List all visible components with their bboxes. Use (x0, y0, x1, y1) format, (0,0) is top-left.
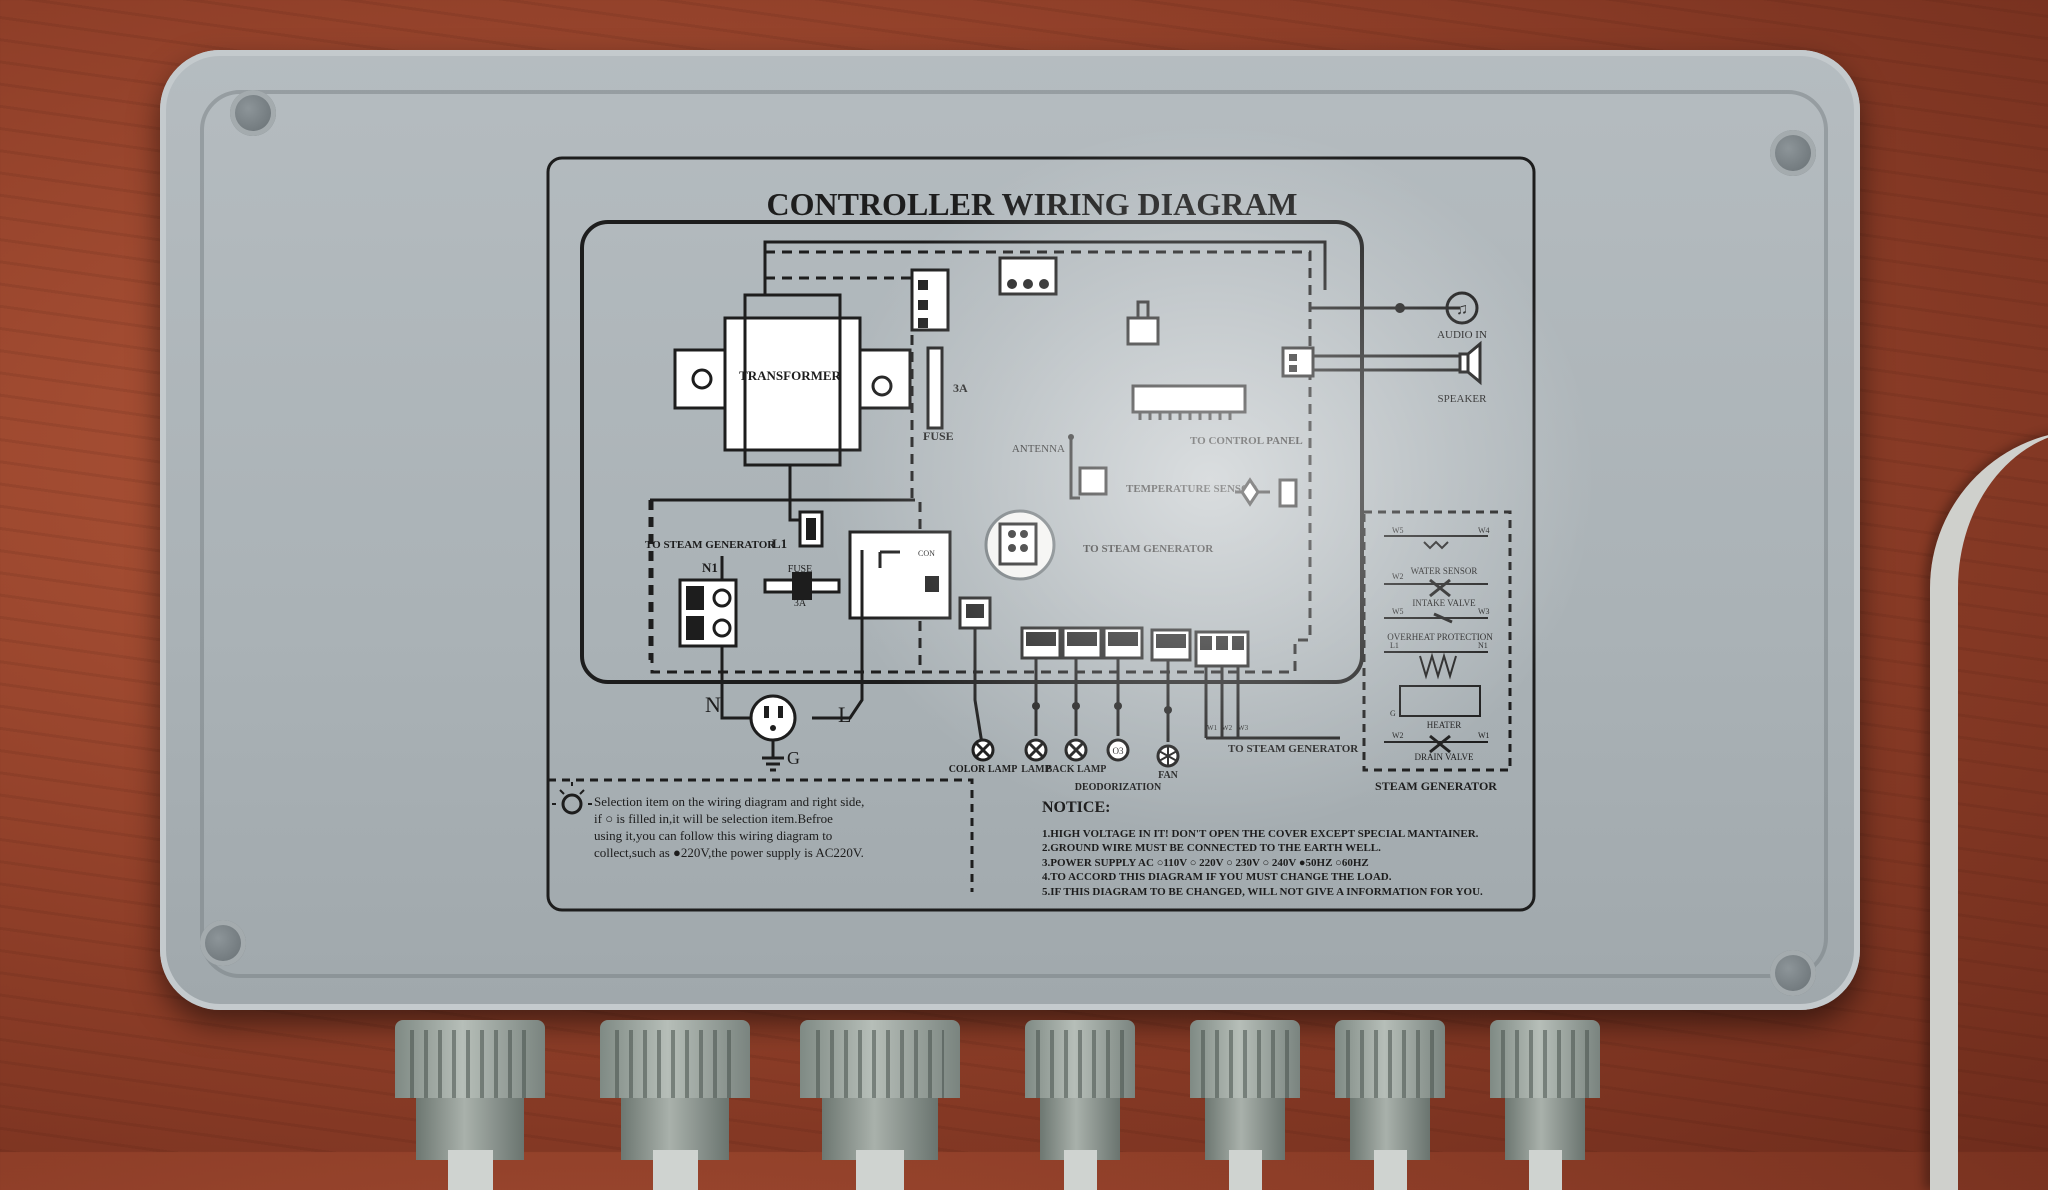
water-sensor-icon (1423, 540, 1449, 550)
terminal-block-icon (678, 578, 738, 648)
steam-connector-icon (998, 522, 1038, 566)
svg-text:FAN: FAN (1158, 770, 1179, 781)
screw-top-right-icon (1770, 130, 1816, 176)
speaker-icon (1458, 340, 1482, 386)
intake-valve-icon (1429, 578, 1451, 598)
svg-text:TO CONTROL PANEL: TO CONTROL PANEL (1190, 435, 1303, 447)
svg-text:DEODORIZATION: DEODORIZATION (1075, 782, 1162, 793)
svg-text:HEATER: HEATER (1427, 720, 1462, 730)
svg-text:CON: CON (918, 549, 935, 558)
lid-edge (200, 90, 1828, 978)
back-lamp-connector-icon (1061, 626, 1103, 660)
svg-text:W2: W2 (1222, 724, 1233, 732)
svg-text:TO STEAM GENERATOR: TO STEAM GENERATOR (645, 539, 776, 551)
wiring-diagram-label: CONTROLLER WIRING DIAGRAM TRANSFORMER 3A… (546, 156, 1536, 912)
svg-text:TO STEAM GENERATOR: TO STEAM GENERATOR (1228, 743, 1359, 755)
svg-text:3A: 3A (794, 598, 807, 609)
notice-line: 1.HIGH VOLTAGE IN IT! DON'T OPEN THE COV… (1042, 828, 1479, 840)
svg-text:G: G (787, 748, 800, 768)
svg-text:STEAM GENERATOR: STEAM GENERATOR (1375, 779, 1497, 793)
svg-text:3A: 3A (953, 381, 968, 395)
selection-note-line: if ○ is filled in,it will be selection i… (594, 811, 833, 826)
svg-text:W1: W1 (1478, 731, 1490, 740)
svg-text:SPEAKER: SPEAKER (1438, 393, 1488, 405)
svg-text:L1: L1 (772, 536, 787, 551)
notice-line: 3.POWER SUPPLY AC ○110V ○ 220V ○ 230V ○ … (1042, 857, 1369, 869)
svg-text:ANTENNA: ANTENNA (1012, 443, 1065, 455)
deodorization-connector-icon (1102, 626, 1144, 660)
fuse-holder-icon (798, 510, 824, 548)
svg-text:♫: ♫ (1456, 301, 1468, 318)
svg-text:BACK LAMP: BACK LAMP (1046, 764, 1107, 775)
fan-connector-icon (1150, 628, 1192, 662)
svg-text:N1: N1 (702, 560, 718, 575)
relay-icon (848, 530, 952, 620)
selection-note-line: Selection item on the wiring diagram and… (594, 794, 864, 809)
svg-text:TO STEAM GENERATOR: TO STEAM GENERATOR (1083, 543, 1214, 555)
svg-text:W4: W4 (1478, 526, 1490, 535)
deodorization-icon: O3 (1106, 738, 1130, 762)
svg-text:N: N (705, 692, 721, 717)
svg-text:W2: W2 (1392, 731, 1404, 740)
svg-text:N1: N1 (1478, 641, 1488, 650)
selection-note-line: collect,such as ●220V,the power supply i… (594, 845, 864, 860)
power-socket-icon (749, 694, 797, 742)
transformer-icon: TRANSFORMER (673, 293, 912, 467)
screw-bottom-right-icon (1770, 950, 1816, 996)
screw-bottom-left-icon (200, 920, 246, 966)
drain-valve-icon (1429, 734, 1451, 754)
grey-cable (1930, 430, 2048, 1190)
svg-text:WATER SENSOR: WATER SENSOR (1411, 566, 1478, 576)
control-panel-connector-icon (1131, 384, 1247, 420)
notice-line: 5.IF THIS DIAGRAM TO BE CHANGED, WILL NO… (1042, 886, 1483, 898)
transformer-label: TRANSFORMER (739, 368, 841, 383)
heater-icon (1419, 652, 1457, 680)
ground-icon (762, 740, 784, 772)
lamp-connector-icon (1020, 626, 1062, 660)
notice-line: 4.TO ACCORD THIS DIAGRAM IF YOU MUST CHA… (1042, 871, 1392, 883)
svg-text:W5: W5 (1392, 526, 1404, 535)
board-connector-icon (958, 596, 992, 630)
fuse2-icon (763, 572, 841, 600)
svg-text:INTAKE VALVE: INTAKE VALVE (1412, 598, 1476, 608)
svg-text:L: L (838, 702, 851, 727)
svg-text:W3: W3 (1478, 607, 1490, 616)
steam-generator-connector-icon (1194, 630, 1250, 668)
color-lamp-icon (971, 738, 995, 762)
lightbulb-icon (552, 782, 592, 815)
fan-icon (1156, 744, 1180, 768)
svg-text:COLOR LAMP: COLOR LAMP (949, 764, 1018, 775)
svg-text:FUSE: FUSE (923, 429, 954, 443)
svg-text:G: G (1390, 709, 1396, 718)
selection-note-line: using it,you can follow this wiring diag… (594, 828, 832, 843)
notice-line: 2.GROUND WIRE MUST BE CONNECTED TO THE E… (1042, 842, 1381, 854)
connector-icon (910, 268, 950, 332)
notice-title: NOTICE: (1042, 799, 1110, 816)
speaker-connector-icon (1281, 346, 1315, 378)
svg-text:DRAIN VALVE: DRAIN VALVE (1414, 752, 1474, 762)
fuse-icon (926, 346, 944, 430)
lamp-icon (1024, 738, 1048, 762)
svg-text:W5: W5 (1392, 607, 1404, 616)
screw-top-left-icon (230, 90, 276, 136)
audio-connector-icon (1126, 300, 1160, 346)
svg-text:W2: W2 (1392, 572, 1404, 581)
connector-icon (998, 256, 1058, 296)
svg-text:W1: W1 (1207, 724, 1218, 732)
svg-text:W3: W3 (1238, 724, 1249, 732)
sensor-connector-icon (1069, 466, 1108, 500)
svg-text:FUSE: FUSE (788, 564, 812, 575)
svg-text:AUDIO IN: AUDIO IN (1437, 329, 1487, 341)
back-lamp-icon (1064, 738, 1088, 762)
svg-text:L1: L1 (1390, 641, 1399, 650)
diagram-title: CONTROLLER WIRING DIAGRAM (766, 186, 1297, 222)
svg-text:O3: O3 (1113, 746, 1124, 756)
